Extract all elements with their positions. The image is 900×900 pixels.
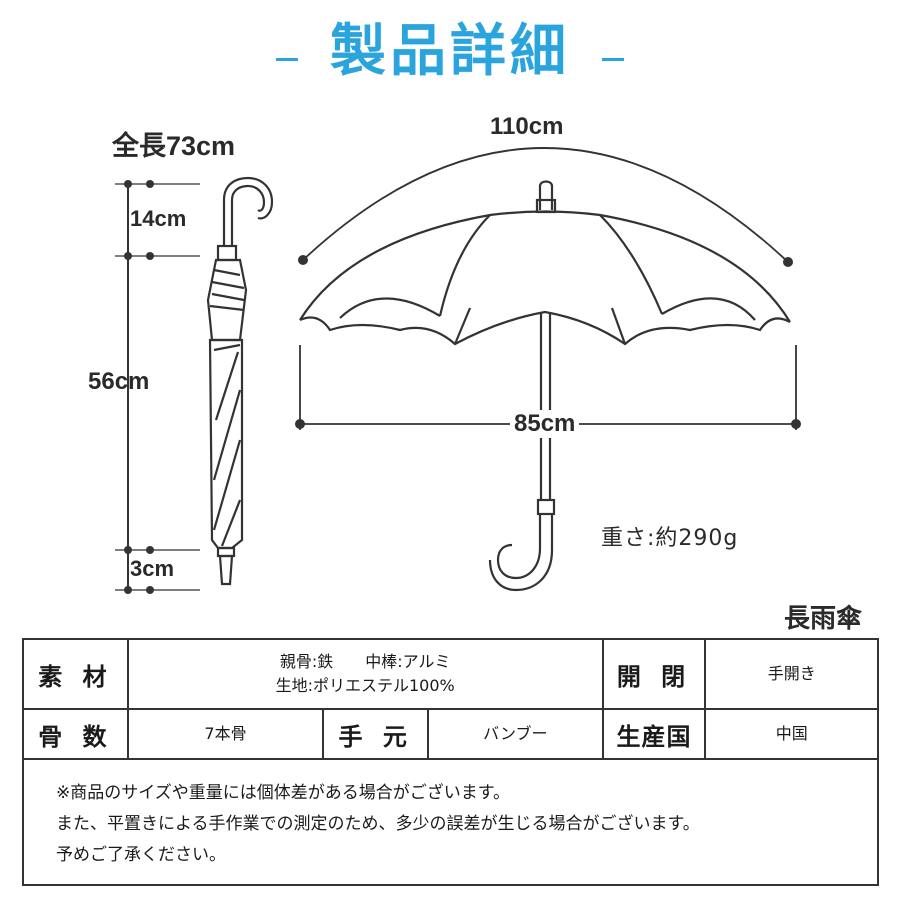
handle-length-label: 14cm (130, 206, 187, 231)
origin-header: 生産国 (601, 708, 707, 760)
page-title: 製品詳細 (330, 19, 570, 84)
material-line2: 生地:ポリエステル100% (275, 676, 455, 695)
arc-dimension-line (302, 147, 789, 263)
umbrella-diagram (115, 147, 801, 594)
open-umbrella-icon (299, 180, 791, 592)
open-header: 開 閉 (601, 638, 707, 710)
ribs-value: 7本骨 (126, 708, 325, 760)
table-row: 骨 数 7本骨 手 元 バンブー 生産国 中国 (22, 708, 879, 760)
title-dash-left (276, 58, 298, 61)
product-type-label: 長雨傘 (784, 604, 863, 634)
material-line1: 親骨:鉄 中棒:アルミ (279, 652, 451, 671)
note-line: ※商品のサイズや重量には個体差がある場合がございます。 (56, 783, 511, 803)
material-header: 素 材 (22, 638, 129, 710)
open-value: 手開き (704, 638, 879, 710)
spec-table: 素 材 親骨:鉄 中棒:アルミ 生地:ポリエステル100% 開 閉 手開き 骨 … (22, 638, 879, 886)
title-area: 製品詳細 (0, 12, 900, 92)
table-row: 素 材 親骨:鉄 中棒:アルミ 生地:ポリエステル100% 開 閉 手開き (22, 638, 879, 710)
total-length-label: 全長73cm (112, 131, 236, 161)
arc-span-label: 110cm (490, 113, 564, 140)
table-row: ※商品のサイズや重量には個体差がある場合がございます。 また、平置きによる手作業… (22, 758, 879, 886)
width-label: 85cm (510, 410, 580, 438)
material-value: 親骨:鉄 中棒:アルミ 生地:ポリエステル100% (126, 638, 604, 710)
canopy-length-label: 56cm (88, 368, 150, 395)
ribs-header: 骨 数 (22, 708, 129, 760)
closed-umbrella-icon (206, 176, 274, 586)
weight-label: 重さ:約290g (601, 526, 739, 551)
tip-length-label: 3cm (130, 556, 175, 581)
note-line: 予めご了承ください。 (56, 845, 226, 865)
origin-value: 中国 (704, 708, 879, 760)
handle-value: バンブー (427, 708, 604, 760)
notes-cell: ※商品のサイズや重量には個体差がある場合がございます。 また、平置きによる手作業… (22, 758, 879, 886)
title-dash-right (602, 58, 624, 61)
note-line: また、平置きによる手作業での測定のため、多少の誤差が生じる場合がございます。 (56, 814, 700, 834)
handle-header: 手 元 (322, 708, 430, 760)
